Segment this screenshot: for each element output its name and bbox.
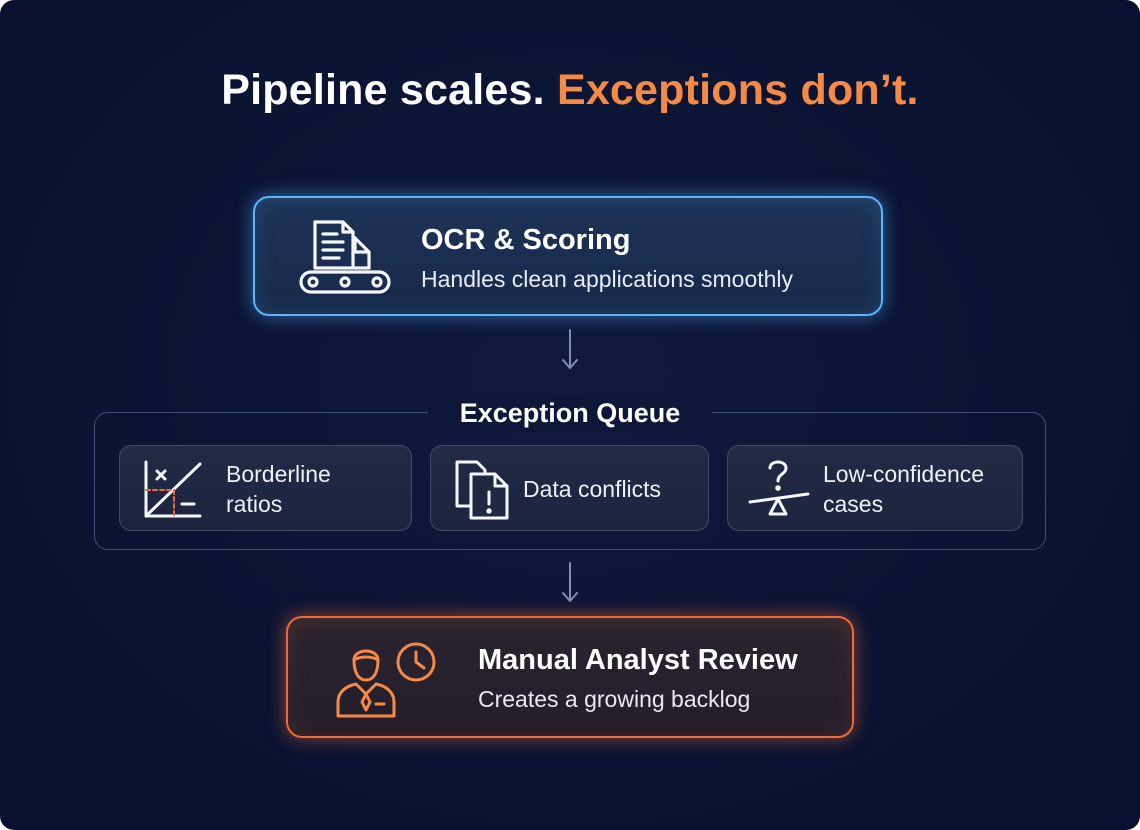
card-low-confidence-line2: cases	[823, 491, 884, 517]
headline-part2: Exceptions don’t.	[556, 66, 919, 114]
question-balance-icon	[748, 460, 810, 516]
ocr-scoring-box: OCR & Scoring Handles clean applications…	[253, 196, 883, 316]
page-title: Pipeline scales. Exceptions don’t.	[0, 66, 1140, 115]
document-conveyor-icon	[299, 220, 391, 294]
manual-review-title: Manual Analyst Review	[478, 644, 798, 676]
manual-review-box: Manual Analyst Review Creates a growing …	[286, 616, 854, 738]
manual-review-subtitle: Creates a growing backlog	[478, 686, 751, 712]
exception-queue-title: Exception Queue	[428, 394, 712, 432]
conflicting-documents-icon	[455, 460, 509, 520]
ocr-scoring-title: OCR & Scoring	[421, 224, 631, 256]
card-data-conflicts-label: Data conflicts	[523, 476, 662, 502]
arrow-down-icon	[562, 329, 578, 369]
card-low-confidence-line1: Low-confidence	[823, 461, 985, 487]
arrow-down-icon	[562, 562, 578, 602]
ratio-chart-icon	[144, 460, 202, 518]
ocr-scoring-subtitle: Handles clean applications smoothly	[421, 266, 794, 292]
card-borderline-ratios: Borderline ratios	[119, 445, 412, 531]
analyst-clock-icon	[336, 642, 436, 718]
card-low-confidence: Low-confidence cases	[727, 445, 1023, 531]
card-borderline-line1: Borderline	[226, 461, 331, 487]
card-data-conflicts: Data conflicts	[430, 445, 709, 531]
card-borderline-line2: ratios	[226, 491, 283, 517]
headline-part1: Pipeline scales.	[221, 66, 545, 114]
